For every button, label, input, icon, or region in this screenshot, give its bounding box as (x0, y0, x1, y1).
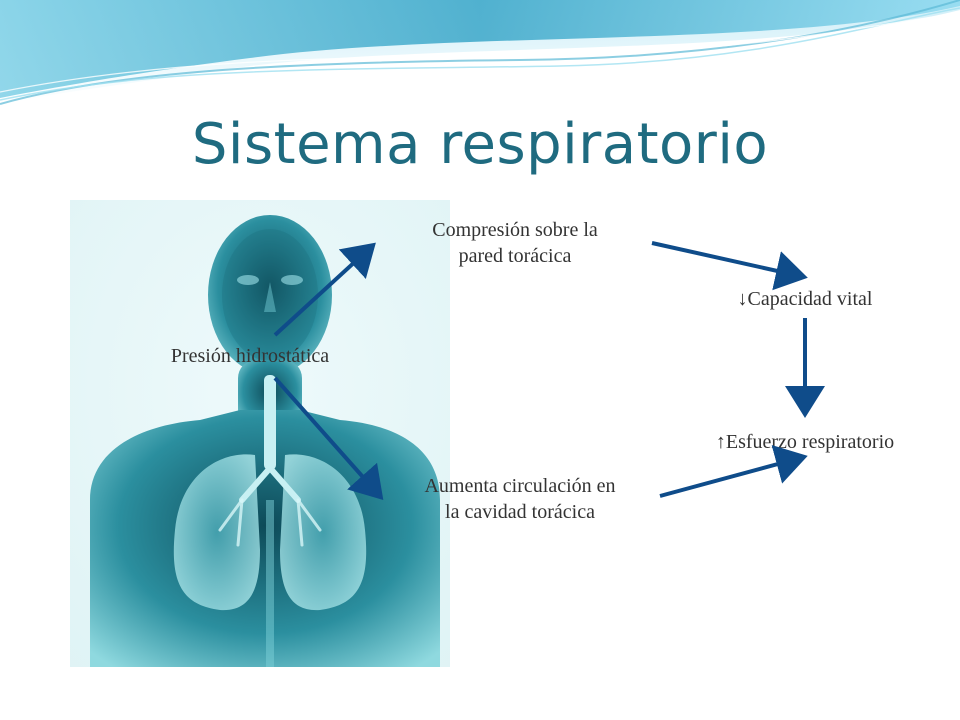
label-presion-hidrostatica: Presión hidrostática (140, 343, 360, 369)
arrow-compresion-to-capacidad (651, 241, 808, 291)
source-label: Presión hidrostática (170, 345, 330, 367)
header-wave-decoration (0, 0, 960, 105)
label-esfuerzo-respiratorio: ↑Esfuerzo respiratorio (680, 429, 930, 455)
compression-line-1: Compresión sobre la (432, 219, 598, 241)
label-compresion: Compresión sobre la pared torácica (395, 217, 635, 269)
slide-title: Sistema respiratorio (191, 112, 769, 177)
vital-capacity-label: ↓Capacidad vital (737, 288, 873, 310)
anatomy-illustration (70, 200, 450, 667)
label-capacidad-vital: ↓Capacidad vital (705, 286, 905, 312)
respiratory-effort-label: ↑Esfuerzo respiratorio (715, 431, 895, 453)
circulation-line-1: Aumenta circulación en (424, 475, 616, 497)
compression-line-2: pared torácica (458, 245, 572, 267)
label-circulacion: Aumenta circulación en la cavidad toráci… (390, 473, 650, 525)
arrow-circulacion-to-esfuerzo (659, 444, 808, 498)
circulation-line-2: la cavidad torácica (445, 501, 595, 523)
